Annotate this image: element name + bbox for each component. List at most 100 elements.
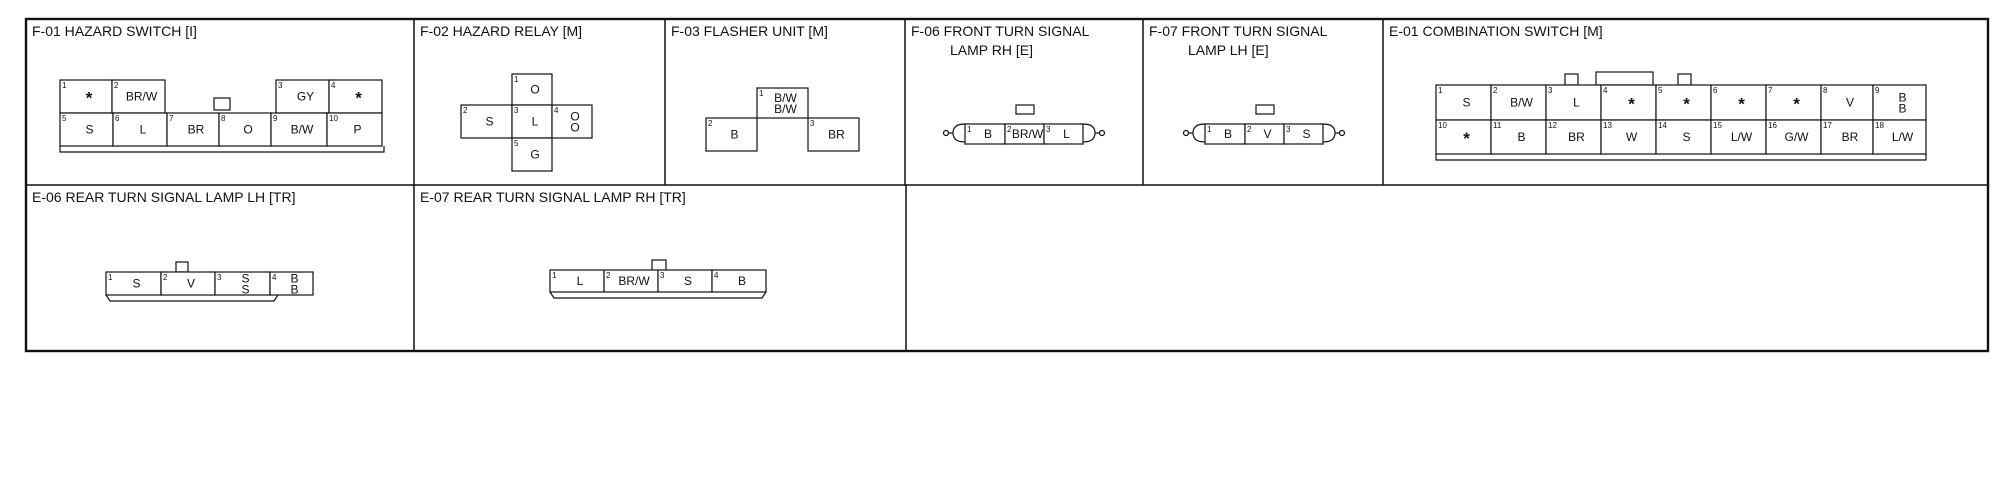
e07-title: E-07 REAR TURN SIGNAL LAMP RH [TR] bbox=[420, 189, 686, 205]
wire-color-label: BR bbox=[188, 123, 205, 137]
wire-color-label: BR/W bbox=[618, 274, 650, 288]
f02-pin-5: 5G bbox=[511, 137, 553, 172]
wire-color-label: O bbox=[243, 123, 252, 137]
e01-pin-3: 3L bbox=[1545, 84, 1602, 121]
pin-number: 3 bbox=[514, 106, 519, 115]
pin-number: 3 bbox=[810, 119, 815, 128]
wire-color-label: S bbox=[85, 123, 93, 137]
pin-cavity bbox=[269, 271, 314, 296]
wire-color-label: S bbox=[241, 272, 249, 286]
wire-color-label: L bbox=[1573, 96, 1580, 110]
f03-title: F-03 FLASHER UNIT [M] bbox=[671, 23, 828, 39]
pin-number: 2 bbox=[163, 273, 168, 282]
wire-color-label: * bbox=[355, 89, 362, 108]
f07-title-line1: F-07 FRONT TURN SIGNAL bbox=[1149, 23, 1328, 39]
f01-pin-7: 7BR bbox=[166, 112, 220, 147]
pin-number: 18 bbox=[1875, 121, 1884, 130]
wire-color-label: S bbox=[1682, 130, 1690, 144]
pin-number: 11 bbox=[1493, 121, 1502, 130]
pin-cavity bbox=[1600, 119, 1657, 155]
pin-cavity bbox=[1655, 119, 1712, 155]
wire-color-label: BR bbox=[1568, 130, 1585, 144]
f07-housing bbox=[1182, 104, 1346, 143]
wire-color-label: GY bbox=[297, 90, 314, 104]
pin-number: 1 bbox=[1207, 125, 1212, 134]
f06-title-line1: F-06 FRONT TURN SIGNAL bbox=[911, 23, 1090, 39]
pin-cavity bbox=[1710, 84, 1767, 121]
wire-color-label: L/W bbox=[1892, 130, 1914, 144]
wire-color-label: B bbox=[730, 128, 738, 142]
wire-color-label: B bbox=[290, 283, 298, 297]
pin-cavity bbox=[711, 269, 767, 293]
wire-color-label: O bbox=[570, 110, 579, 124]
pin-number: 4 bbox=[272, 273, 277, 282]
wire-color-label: S bbox=[132, 277, 140, 291]
pin-number: 1 bbox=[108, 273, 113, 282]
pin-number: 1 bbox=[62, 81, 67, 90]
pin-number: 1 bbox=[552, 271, 557, 280]
pin-cavity bbox=[59, 79, 113, 114]
pin-cavity bbox=[511, 73, 553, 106]
f01-pin-4: 4* bbox=[328, 79, 383, 114]
wire-color-label: B/W bbox=[774, 91, 797, 105]
wire-color-label: W bbox=[1626, 130, 1638, 144]
f02-title: F-02 HAZARD RELAY [M] bbox=[420, 23, 582, 39]
pin-number: 10 bbox=[329, 114, 338, 123]
pin-number: 15 bbox=[1713, 121, 1722, 130]
wire-color-label: BR bbox=[828, 128, 845, 142]
pin-cavity bbox=[511, 104, 553, 139]
wire-color-label: V bbox=[1846, 96, 1854, 110]
pin-number: 4 bbox=[1603, 86, 1608, 95]
wire-color-label: * bbox=[1738, 95, 1745, 114]
wire-color-label: O bbox=[530, 83, 539, 97]
wire-color-label: BR/W bbox=[1012, 127, 1044, 141]
e06-title: E-06 REAR TURN SIGNAL LAMP LH [TR] bbox=[32, 189, 295, 205]
pin-number: 4 bbox=[714, 271, 719, 280]
pin-number: 6 bbox=[1713, 86, 1718, 95]
wire-color-label: B bbox=[984, 127, 992, 141]
wire-color-label: * bbox=[1628, 95, 1635, 114]
f03-pin-2: 2B bbox=[705, 117, 758, 152]
wire-color-label: S bbox=[1302, 127, 1310, 141]
pin-number: 3 bbox=[660, 271, 665, 280]
wire-color-label: * bbox=[1683, 95, 1690, 114]
f02-pin-3: 3L bbox=[511, 104, 553, 139]
pin-number: 1 bbox=[514, 75, 519, 84]
f01-pin-3: 3GY bbox=[275, 79, 330, 114]
e01-pin-14: 14S bbox=[1655, 119, 1712, 155]
pin-cavity bbox=[326, 112, 383, 147]
pin-cavity bbox=[1600, 84, 1657, 121]
pin-number: 13 bbox=[1603, 121, 1612, 130]
pin-cavity bbox=[1043, 123, 1084, 145]
f01-pin-9: 9B/W bbox=[270, 112, 328, 147]
pin-number: 7 bbox=[1768, 86, 1773, 95]
wire-color-label: L bbox=[577, 274, 584, 288]
f01-pin-6: 6L bbox=[112, 112, 168, 147]
pin-cavity bbox=[1765, 119, 1822, 155]
pin-cavity bbox=[1872, 119, 1927, 155]
wire-color-label: B/W bbox=[291, 123, 314, 137]
e01-pin-18: 18L/W bbox=[1872, 119, 1927, 155]
f03-pin-3: 3BR bbox=[807, 117, 860, 152]
pin-cavity bbox=[1435, 84, 1492, 121]
e01-pin-7: 7* bbox=[1765, 84, 1822, 121]
f01-pin-1: 1* bbox=[59, 79, 113, 114]
pin-number: 17 bbox=[1823, 121, 1832, 130]
wire-color-label: L bbox=[1063, 127, 1070, 141]
wire-color-label: L bbox=[532, 115, 539, 129]
